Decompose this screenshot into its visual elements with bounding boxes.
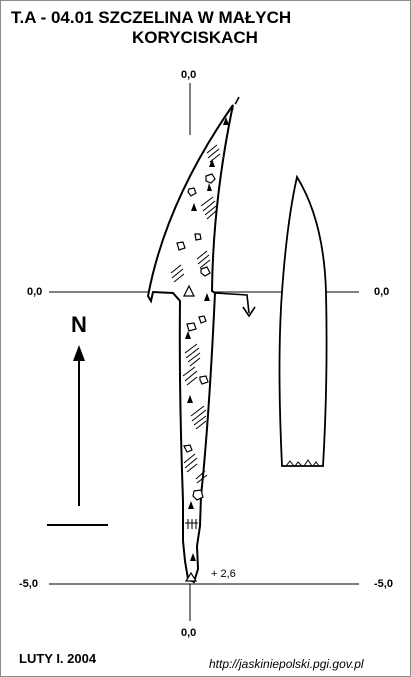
scree-triangle [209,159,215,167]
plan-scree [185,117,229,561]
axis-label-top: 0,0 [181,69,197,81]
depth-point-label: + 2,6 [211,568,236,580]
survey-title-line1: T.A - 04.01 SZCZELINA W MAŁYCH [11,8,292,27]
section-arrowhead [242,306,256,318]
axis-label-left-zero: 0,0 [27,286,43,298]
scree-triangle [187,395,193,403]
lowest-point-triangle [184,571,198,582]
axis-label-left-minus-five: -5,0 [19,578,38,590]
scree-triangle [223,117,229,125]
hatched-block [190,405,207,430]
survey-date: LUTY I. 2004 [19,651,97,666]
boulder [205,173,216,184]
scree-triangle [191,203,197,211]
boulder [183,444,193,453]
hatched-block [170,264,185,283]
plan-boulders [176,173,216,501]
hatched-block [184,343,201,367]
scree-triangle [188,501,194,509]
hatched-block [183,453,198,473]
survey-title-line2: KORYCISKACH [132,28,258,47]
boulder [192,489,204,501]
boulder [186,322,197,332]
source-url: http://jaskiniepolski.pgi.gov.pl [209,657,364,671]
scree-triangle [204,293,210,301]
hatched-block [182,366,198,386]
boulder [194,233,202,241]
scree-triangle [190,553,196,561]
plan-steps [185,519,198,529]
north-arrow-head [73,345,85,361]
axis-label-right-minus-five: -5,0 [374,578,393,590]
section-arrow [214,292,250,314]
axis-label-right-zero: 0,0 [374,286,390,298]
hatched-block [195,470,208,484]
plan-passage-outline [146,104,234,584]
axis-label-bottom: 0,0 [181,627,197,639]
boulder [176,241,186,251]
boulder [198,315,207,324]
hatched-block [200,196,217,220]
scree-triangle [185,331,191,339]
north-label: N [71,312,87,337]
boulder [199,375,209,385]
cross-section-floor-rubble [285,459,320,467]
survey-station-triangle [183,284,195,297]
scree-triangle [207,183,212,191]
hatched-block [196,250,211,269]
plan-rubble-fill [170,144,221,484]
boulder [187,187,197,197]
boulder [200,266,211,277]
cross-section-profile [278,174,328,467]
